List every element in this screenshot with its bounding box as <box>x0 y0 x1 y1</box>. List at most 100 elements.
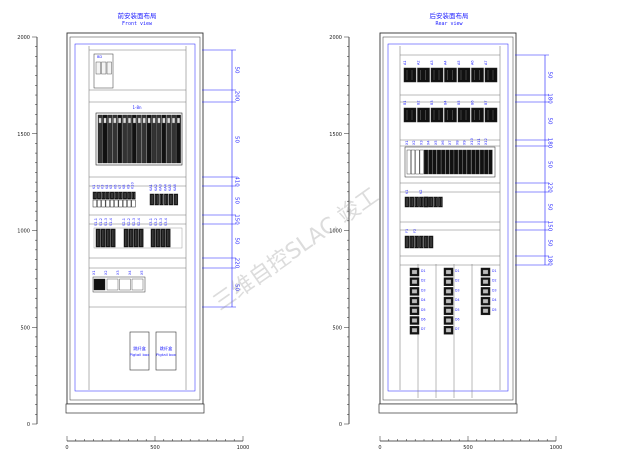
module-detail <box>411 279 418 284</box>
rear-small-module <box>423 235 429 249</box>
device-tag: KA6 <box>173 184 177 191</box>
module-detail <box>482 298 489 304</box>
rear-dimension-value: 50 <box>547 72 553 79</box>
front-view-title: 前安装面布局 <box>118 11 157 20</box>
device-tag: X9 <box>463 140 467 145</box>
device-tag: K2 <box>96 184 100 189</box>
rear-dimension-value: 50 <box>547 240 553 247</box>
module-detail <box>445 289 452 294</box>
rack-card <box>97 114 103 164</box>
rear-terminal-module <box>479 149 484 175</box>
front-dimension-value: 220 <box>234 258 240 269</box>
rear-small-module <box>404 235 410 249</box>
rear-width-label: 500 <box>463 445 473 451</box>
rack-card <box>161 114 167 164</box>
rear-height-label: 1500 <box>329 132 342 138</box>
rear-small-module <box>419 235 424 249</box>
rear-dimension-value: 180 <box>547 138 553 149</box>
relay-module <box>118 191 123 200</box>
device-tag: X2 <box>104 270 108 275</box>
rear-height-label: 1000 <box>329 229 342 235</box>
rear-terminal-module <box>462 149 467 175</box>
rear-terminal-module <box>432 149 437 175</box>
device-tag: A6 <box>471 60 475 65</box>
device-tag: 1-8n <box>132 105 142 110</box>
device-tag: KA5 <box>168 184 172 191</box>
rack-card-led <box>103 117 107 124</box>
rear-dimension-value: 50 <box>547 161 553 168</box>
rear-small-module <box>419 196 424 208</box>
device-tag: A1 <box>403 60 407 65</box>
switch-module <box>160 228 166 248</box>
rear-small-module <box>428 196 434 208</box>
device-tag: D7 <box>421 327 425 331</box>
rear-terminal-module <box>484 149 489 175</box>
device-tag: BD <box>97 55 102 59</box>
relay-module <box>109 199 115 208</box>
switch-module <box>133 228 139 248</box>
rear-relay-module <box>484 67 498 83</box>
device-tag: X12 <box>484 138 488 145</box>
device-tag: B5 <box>457 100 461 105</box>
relay-module <box>127 199 132 208</box>
relay-module <box>168 193 174 206</box>
relay-module <box>164 193 169 206</box>
rear-relay-module <box>484 107 498 123</box>
front-main-rack: 1-8n <box>95 105 183 166</box>
rear-cabinet-inner-frame <box>382 36 514 401</box>
switch-module <box>100 228 106 248</box>
front-dimension-value: 50 <box>234 197 240 204</box>
device-tag: K3 <box>101 184 105 189</box>
device-tag: D4 <box>455 298 459 302</box>
module-detail <box>445 328 452 333</box>
device-tag: S1-4 <box>109 217 113 226</box>
device-tag: D3 <box>421 288 425 292</box>
device-tag: KA3 <box>159 184 163 191</box>
rear-small-module <box>409 235 415 249</box>
front-height-label: 500 <box>20 325 30 331</box>
rack-card-led <box>132 117 136 124</box>
switch-module <box>105 228 111 248</box>
front-dimension-value: 150 <box>234 214 240 225</box>
module-detail <box>482 279 489 284</box>
rack-card <box>141 114 147 164</box>
front-height-label: 1000 <box>17 229 30 235</box>
rear-relay-module <box>430 107 444 123</box>
relay-module <box>109 191 115 200</box>
relay-module <box>122 199 127 208</box>
device-tag: X1 <box>92 270 96 275</box>
rear-relay-module <box>417 107 430 123</box>
module-detail <box>445 298 452 304</box>
device-tag: K9 <box>126 184 130 189</box>
rear-terminal-module <box>488 149 493 175</box>
device-tag: D7 <box>455 327 459 331</box>
rack-card <box>132 114 137 164</box>
rear-terminal-module <box>471 149 476 175</box>
rear-small-module <box>414 196 419 208</box>
rack-card-led <box>98 117 102 124</box>
device-tag: X4 <box>128 270 132 275</box>
rear-relay-module <box>430 67 444 83</box>
rear-relay-module <box>457 67 471 83</box>
power-switch <box>101 61 107 75</box>
device-tag: A3 <box>430 60 434 65</box>
rear-small-module <box>404 196 410 208</box>
rack-card <box>122 114 127 164</box>
rear-terminal-module <box>424 149 429 175</box>
rear-terminal-module <box>445 149 450 175</box>
module-detail <box>445 318 452 323</box>
device-tag: B4 <box>444 100 448 105</box>
device-tag: F1 <box>405 229 409 233</box>
device-tag: D4 <box>492 298 496 302</box>
front-dimension-value: 410 <box>234 176 240 187</box>
device-tag: X2 <box>412 140 416 145</box>
switch-module <box>110 228 116 248</box>
rear-relay-module <box>403 107 417 123</box>
rear-terminal-module <box>419 149 424 175</box>
relay-module <box>105 199 110 208</box>
